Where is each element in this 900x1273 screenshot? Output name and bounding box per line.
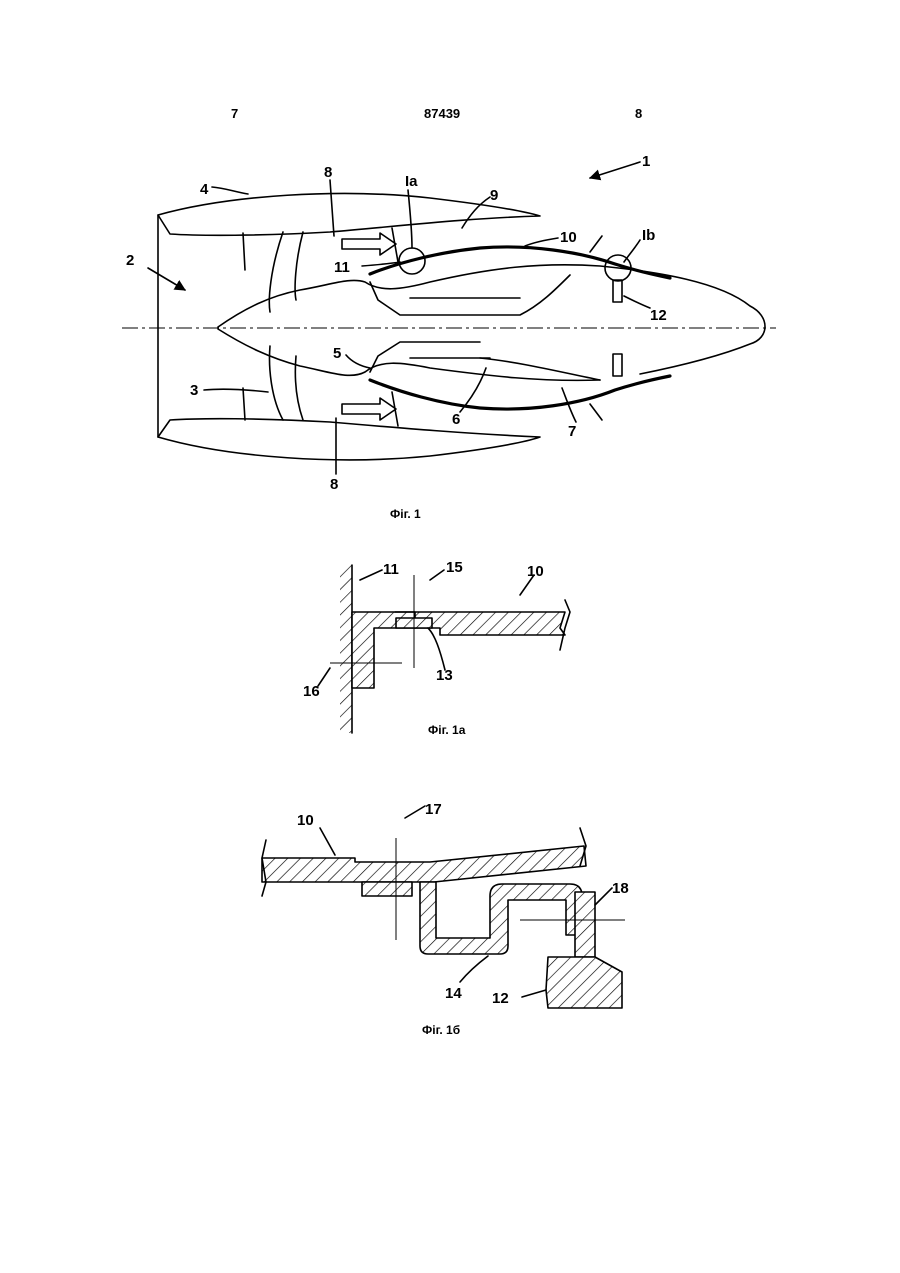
fig1a-caption: Фіг. 1а [428,723,466,737]
fig1-label-2: 2 [126,252,134,269]
fig1b-label-14: 14 [445,985,462,1002]
fig1-label-6: 6 [452,411,460,428]
fig1-label-12: 12 [650,307,667,324]
fig1-label-3: 3 [190,382,198,399]
fig1-label-7: 7 [568,423,576,440]
fig1-label-8-top: 8 [324,164,332,181]
fig1-label-ia: Ia [405,173,418,190]
fig1-engine-drawing [122,162,776,474]
fig1b-caption: Фіг. 1б [422,1023,460,1037]
fig1b-label-18: 18 [612,880,629,897]
fig1-caption: Фіг. 1 [390,507,421,521]
fig1-label-8-bottom: 8 [330,476,338,493]
fig1-label-1: 1 [642,153,650,170]
fig1-label-ib: Ib [642,227,655,244]
fig1b-label-10: 10 [297,812,314,829]
fig1a-label-13: 13 [436,667,453,684]
fig1b-label-12: 12 [492,990,509,1007]
fig1-label-11: 11 [334,259,350,276]
fig1a-detail-drawing [318,565,570,733]
fig1a-label-11: 11 [383,561,399,578]
fig1-label-10: 10 [560,229,577,246]
fig1a-label-15: 15 [446,559,463,576]
fig1-label-5: 5 [333,345,341,362]
fig1-label-4: 4 [200,181,209,198]
fig1-label-9: 9 [490,187,498,204]
fig1b-label-17: 17 [425,801,442,818]
fig1a-label-16: 16 [303,683,320,700]
fig1a-label-10: 10 [527,563,544,580]
fig1b-detail-drawing [262,806,625,1008]
